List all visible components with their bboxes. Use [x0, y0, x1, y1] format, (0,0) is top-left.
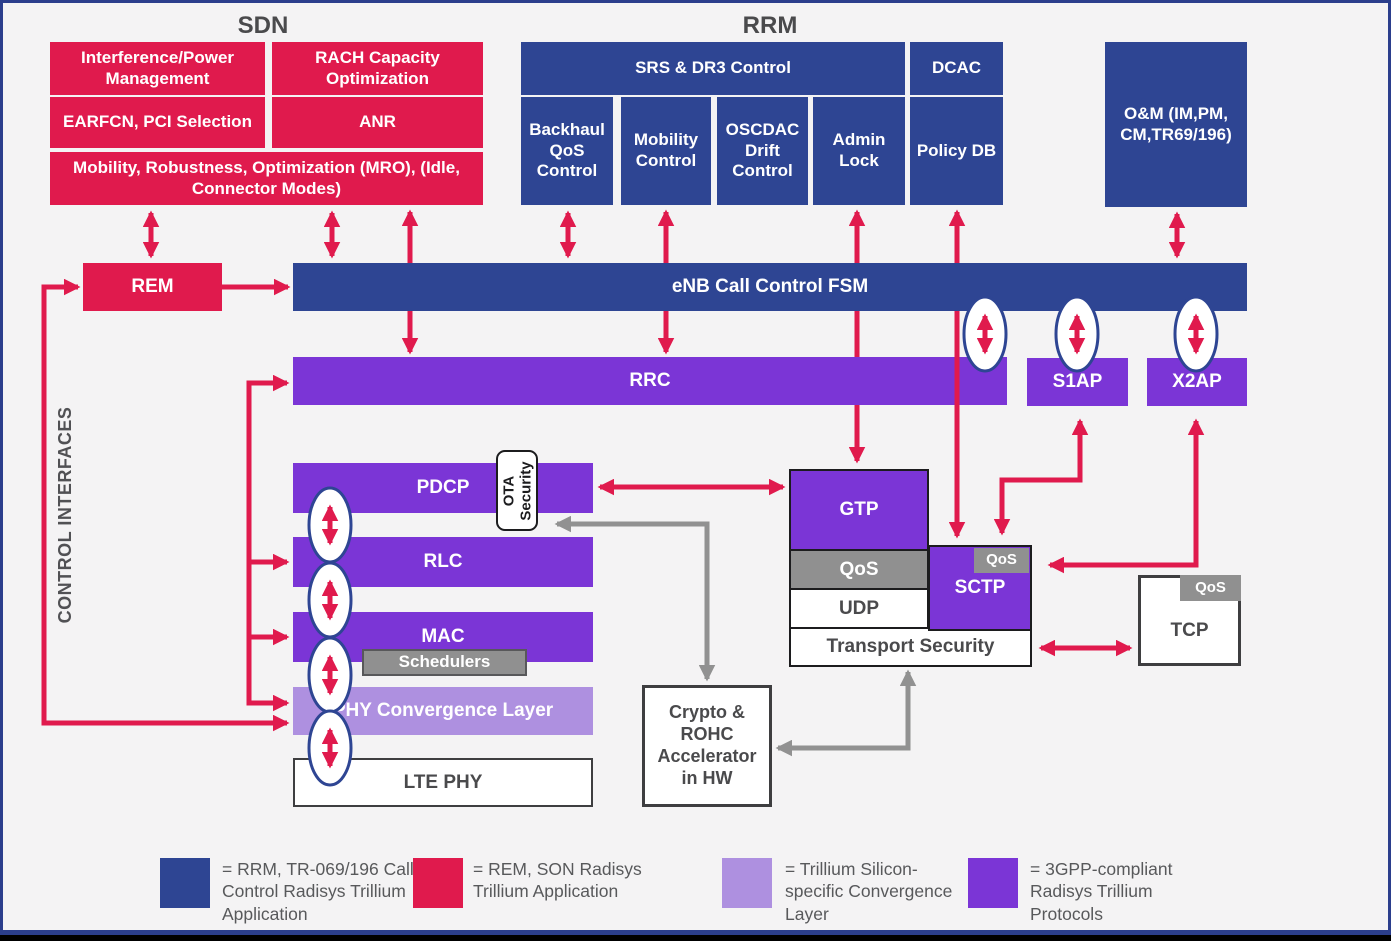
sdn-section-title: SDN: [237, 12, 289, 39]
box-anr: ANR: [272, 97, 483, 148]
arrow-crypto-transport-security-gray: [775, 669, 917, 757]
arrow-x2ap-sctp-qos: [1047, 418, 1205, 574]
box-earfcn-pci-selection: EARFCN, PCI Selection: [50, 97, 265, 148]
box-udp: UDP: [789, 588, 929, 629]
box-rlc: RLC: [293, 537, 593, 587]
box-oscdac-drift-control: OSCDAC Drift Control: [717, 97, 808, 205]
ota-security-label: OTA Security: [500, 461, 535, 521]
box-rem: REM: [83, 263, 222, 311]
box-rrc: RRC: [293, 357, 1007, 405]
box-crypto-rohc-accelerator: Crypto & ROHC Accelerator in HW: [642, 685, 772, 807]
legend-label-rrm: = RRM, TR-069/196 Call Control Radisys T…: [222, 859, 414, 924]
frame-bottom: [0, 930, 1391, 935]
box-transport-security: Transport Security: [789, 627, 1032, 667]
box-dcac: DCAC: [910, 42, 1003, 95]
frame-bottom-black: [0, 935, 1391, 941]
box-backhaul-qos-control: Backhaul QoS Control: [521, 97, 613, 205]
box-qos-tcp-tab: QoS: [1180, 575, 1241, 601]
arrow-s1ap-sctp: [993, 418, 1089, 536]
legend-swatch-convergence-lightpurple: [722, 858, 772, 908]
box-qos-under-gtp: QoS: [789, 549, 929, 590]
frame-right: [1388, 0, 1391, 941]
legend-label-rem: = REM, SON Radisys Trillium Application: [473, 859, 642, 902]
box-lte-phy: LTE PHY: [293, 758, 593, 807]
arrow-control-interface-outer: [41, 278, 290, 732]
box-x2ap: X2AP: [1147, 358, 1247, 406]
box-mro: Mobility, Robustness, Optimization (MRO)…: [50, 152, 483, 205]
frame-left: [0, 0, 3, 941]
box-s1ap: S1AP: [1027, 358, 1128, 406]
legend-label-3gpp: = 3GPP-compliant Radisys Trillium Protoc…: [1030, 859, 1173, 924]
box-gtp: GTP: [789, 469, 929, 551]
box-interference-power-management: Interference/Power Management: [50, 42, 265, 95]
box-qos-sctp-tab: QoS: [974, 548, 1029, 573]
legend-label-convergence: = Trillium Silicon-specific Convergence …: [785, 859, 953, 924]
box-rach-capacity-optimization: RACH Capacity Optimization: [272, 42, 483, 95]
box-admin-lock: Admin Lock: [813, 97, 905, 205]
arrow-control-interface-inner: [246, 374, 290, 712]
rrm-section-title: RRM: [742, 12, 798, 39]
legend-swatch-rrm-navy: [160, 858, 210, 908]
legend-swatch-3gpp-purple: [968, 858, 1018, 908]
box-ota-security: OTA Security: [496, 450, 538, 531]
box-oam: O&M (IM,PM, CM,TR69/196): [1105, 42, 1247, 207]
box-enb-call-control-fsm: eNB Call Control FSM: [293, 263, 1247, 311]
box-mobility-control: Mobility Control: [621, 97, 711, 205]
box-srs-dr3-control: SRS & DR3 Control: [521, 42, 905, 95]
box-pdcp: PDCP: [293, 463, 593, 513]
box-policy-db: Policy DB: [910, 97, 1003, 205]
legend-swatch-rem-pink: [413, 858, 463, 908]
box-schedulers: Schedulers: [362, 649, 527, 676]
box-phy-convergence-layer: PHY Convergence Layer: [293, 687, 593, 735]
control-interfaces-label: CONTROL INTERFACES: [54, 406, 75, 624]
frame-top: [0, 0, 1391, 3]
